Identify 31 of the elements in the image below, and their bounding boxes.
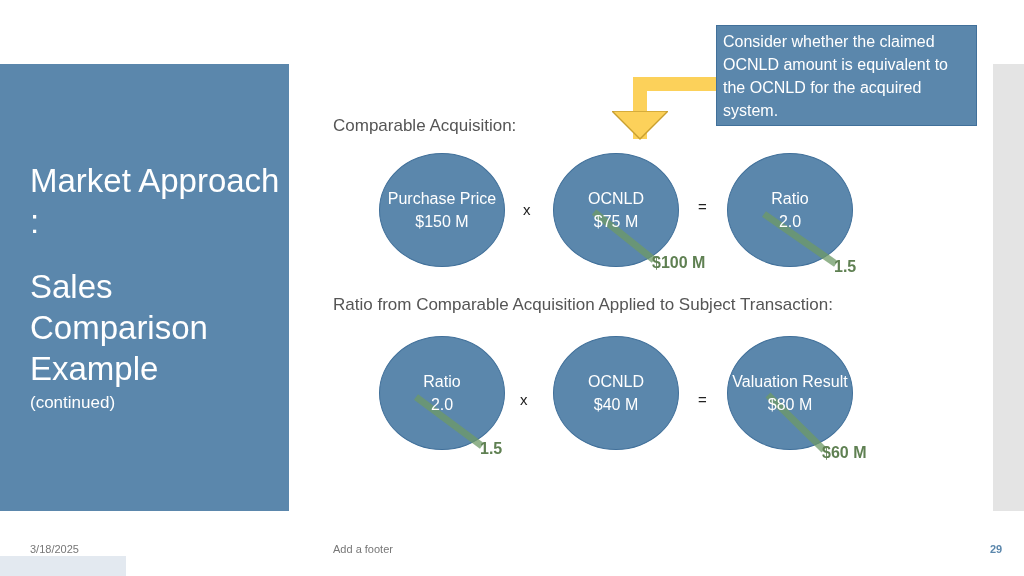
- circle-label: OCNLD: [588, 372, 644, 392]
- section-heading: Comparable Acquisition:: [333, 115, 518, 137]
- callout-box: [716, 25, 977, 126]
- footer-date: 3/18/2025: [30, 542, 80, 556]
- section-heading: Ratio from Comparable Acquisition Applied to Subject Transaction:: [333, 294, 834, 316]
- circle-label: OCNLD: [588, 189, 644, 209]
- circle-value: $80 M: [767, 395, 813, 415]
- operator-sign: x: [520, 391, 529, 409]
- revised-value: $100 M: [652, 254, 706, 272]
- revised-value: $60 M: [822, 444, 867, 462]
- slide-subtitle: Sales Comparison Example: [30, 267, 209, 389]
- revised-value: 1.5: [834, 258, 857, 276]
- operator-sign: =: [698, 391, 708, 409]
- circle-label: Ratio: [771, 189, 809, 209]
- slide-title: Market Approach :: [30, 161, 280, 242]
- circle-value: $75 M: [593, 212, 639, 232]
- operator-sign: =: [698, 198, 708, 216]
- callout-text: Consider whether the claimed OCNLD amount is equivalent to the OCNLD for the acquired system.: [723, 32, 949, 121]
- circle-label: Ratio: [423, 372, 461, 392]
- subtitle-note: (continued): [30, 392, 117, 414]
- page-number: 29: [990, 542, 1004, 556]
- revised-value: 1.5: [480, 440, 503, 458]
- footer-text: Add a footer: [333, 542, 394, 556]
- circle-label: Valuation Result: [732, 372, 848, 392]
- circle-value: $150 M: [415, 212, 469, 232]
- bent-arrow: [611, 77, 716, 140]
- circle-value: 2.0: [778, 212, 802, 232]
- circle-value: $40 M: [593, 395, 639, 415]
- operator-sign: x: [523, 201, 532, 219]
- circle-value: 2.0: [430, 395, 454, 415]
- circle-label: Purchase Price: [387, 189, 497, 209]
